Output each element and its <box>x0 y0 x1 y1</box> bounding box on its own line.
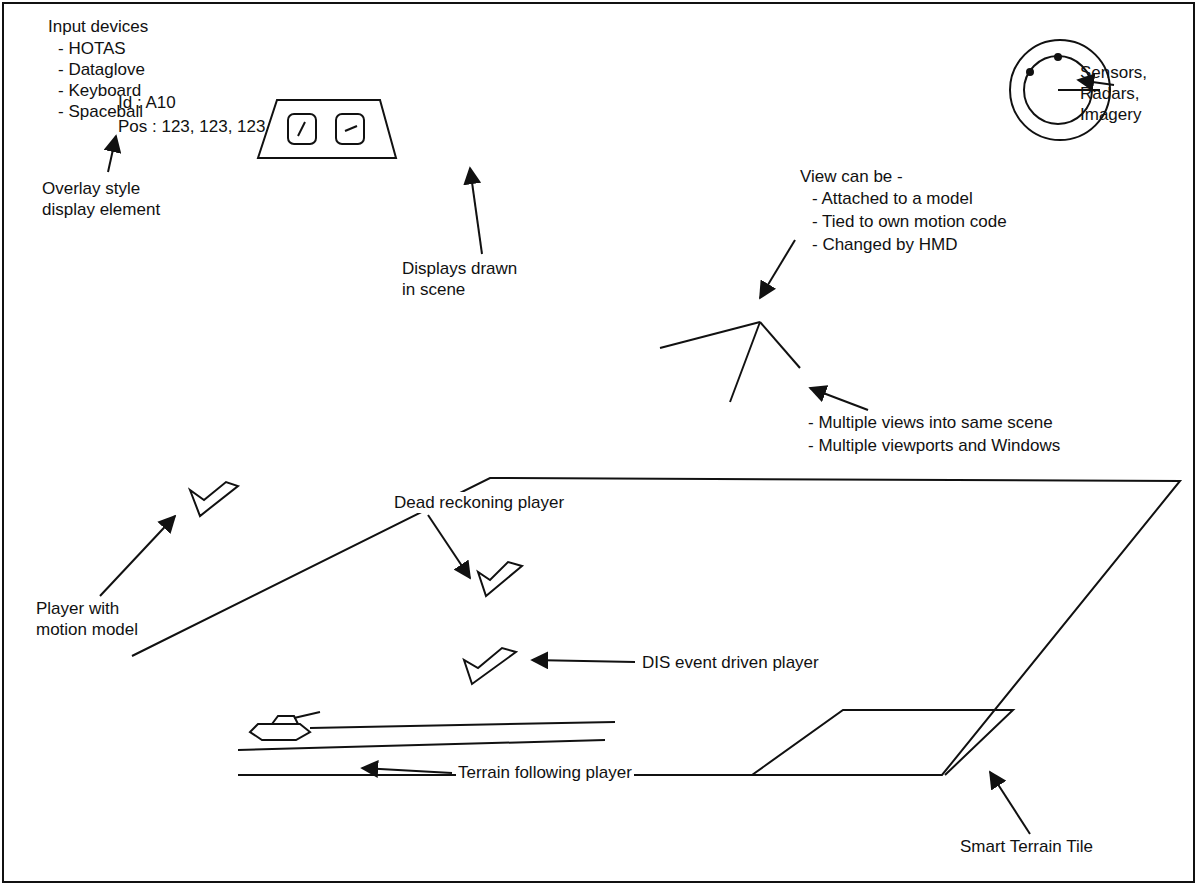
leader-arrow <box>100 516 175 596</box>
overlay-text: Id : A10 <box>118 92 176 113</box>
gauge-needle <box>345 126 357 131</box>
tank-symbol <box>250 724 310 740</box>
view-frustum <box>730 322 760 402</box>
gauge <box>288 114 316 144</box>
list-item: - Attached to a model <box>812 188 973 209</box>
gauge-needle <box>298 122 305 136</box>
leader-arrow <box>362 768 452 773</box>
heading-label: View can be - <box>800 166 903 187</box>
callout-label: Overlay style display element <box>42 178 177 220</box>
list-item: - Multiple viewports and Windows <box>808 435 1060 456</box>
display-panel <box>258 100 396 158</box>
leader-arrow <box>532 660 635 662</box>
callout-label: Displays drawn in scene <box>402 258 532 300</box>
tank-gun <box>294 712 320 718</box>
terrain-plane <box>132 478 1180 775</box>
track-line <box>238 740 605 750</box>
track-line <box>310 722 615 728</box>
radar-blip <box>1027 69 1033 75</box>
list-item: - HOTAS <box>58 38 126 59</box>
heading-label: Input devices <box>48 16 148 37</box>
gauge <box>336 114 364 144</box>
leader-arrow <box>428 515 470 578</box>
smart-terrain-tile <box>752 710 1013 775</box>
callout-label: DIS event driven player <box>640 652 821 673</box>
leader-arrow <box>760 240 795 298</box>
list-item: - Tied to own motion code <box>812 211 1007 232</box>
callout-label: Terrain following player <box>456 762 634 783</box>
frame <box>3 3 1194 882</box>
leader-arrow <box>990 772 1030 834</box>
leader-arrow <box>108 136 116 172</box>
overlay-text: Pos : 123, 123, 123 <box>118 116 265 137</box>
jet-symbol <box>190 482 238 516</box>
callout-label: Dead reckoning player <box>392 492 566 513</box>
view-frustum <box>760 322 800 368</box>
list-item: - Dataglove <box>58 59 145 80</box>
radar-blip <box>1055 54 1061 60</box>
list-item: - Changed by HMD <box>812 234 958 255</box>
list-item: - Multiple views into same scene <box>808 412 1053 433</box>
leader-arrow <box>470 168 482 254</box>
jet-symbol <box>478 562 522 596</box>
view-frustum <box>660 322 760 348</box>
callout-label: Sensors, Radars, Imagery <box>1080 62 1190 125</box>
callout-label: Smart Terrain Tile <box>960 836 1093 857</box>
jet-symbol <box>464 648 516 684</box>
callout-label: Player with motion model <box>36 598 161 640</box>
leader-arrow <box>810 388 868 410</box>
